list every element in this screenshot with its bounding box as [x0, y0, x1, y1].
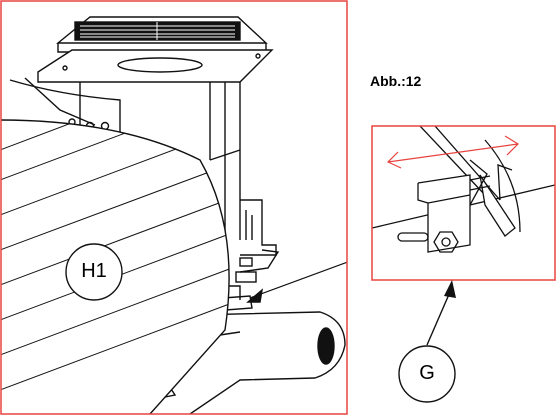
detail-frame: [371, 125, 556, 281]
g-arrow: [426, 291, 451, 346]
chute: [79, 82, 241, 240]
g-callout-label: G: [419, 362, 435, 384]
detail-view: [372, 126, 555, 253]
main-frame: [0, 0, 348, 415]
main-view: [1, 16, 347, 414]
leader-line: [249, 261, 347, 299]
g-callout-circle: [398, 345, 456, 403]
figure-caption: Abb.:12: [370, 73, 422, 89]
flange-plate: [37, 49, 274, 83]
h1-callout-label: H1: [81, 260, 107, 282]
motion-arrow: [386, 135, 519, 169]
shaft: [149, 311, 346, 414]
detail-blade: [479, 174, 516, 237]
vent-grille: [56, 16, 268, 53]
h1-callout-circle: [65, 243, 123, 301]
